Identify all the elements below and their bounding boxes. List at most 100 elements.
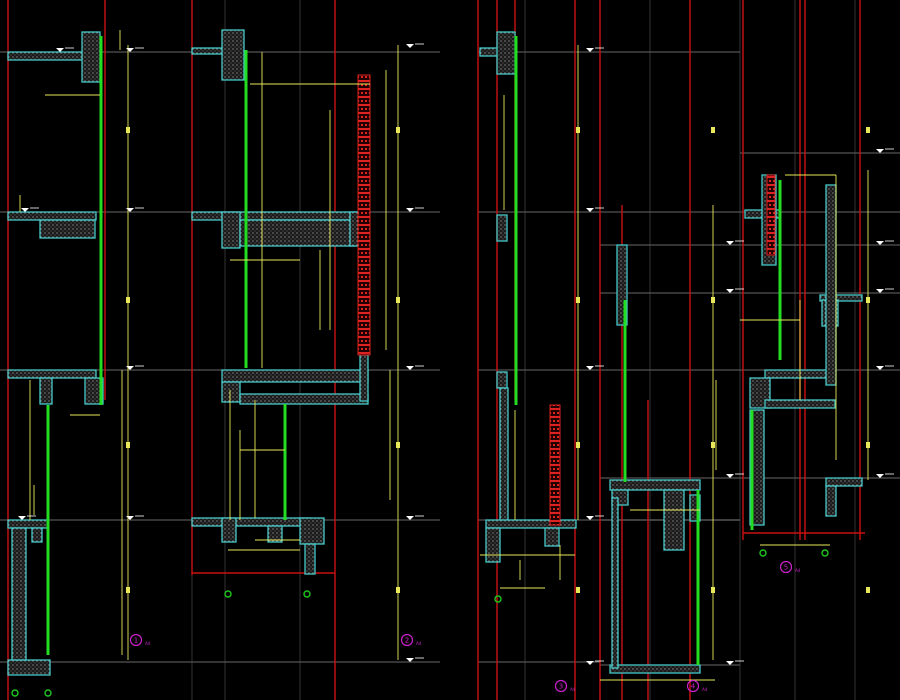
level-marker [406, 208, 414, 212]
dimension-tick [866, 442, 870, 448]
concrete-section [663, 489, 685, 551]
concrete-section [84, 377, 104, 405]
level-marker [876, 474, 884, 478]
concrete-section [239, 393, 369, 405]
level-marker [726, 289, 734, 293]
level-marker [876, 366, 884, 370]
column-lines [7, 0, 865, 700]
anchor-circle [759, 549, 767, 557]
dimension-tick [576, 297, 580, 303]
concrete-section [304, 543, 316, 575]
curtain-wall-frame [357, 74, 371, 356]
anchor-circle [303, 590, 311, 598]
concrete-section [544, 527, 560, 547]
concrete-section [616, 244, 628, 326]
curtain-wall-frame [549, 404, 561, 526]
detail-tag-sheet: A4 [416, 641, 422, 646]
glazing-lines [46, 36, 782, 665]
concrete-section [7, 369, 97, 379]
dimension-tick [866, 297, 870, 303]
concrete-section [7, 211, 97, 221]
detail-tag-circle [129, 633, 143, 647]
level-marker [586, 516, 594, 520]
level-marker [126, 48, 134, 52]
concrete-section [239, 219, 356, 247]
concrete-section [191, 211, 361, 221]
level-marker [726, 241, 734, 245]
concrete-section [819, 294, 863, 302]
concrete-section [221, 211, 241, 249]
detail-tag-sheet: A4 [702, 687, 708, 692]
detail-tag-sheet: A4 [795, 568, 801, 573]
level-marker [586, 661, 594, 665]
detail-tag-circle [779, 560, 793, 574]
detail-tag-circle [554, 679, 568, 693]
detail-tag-number: 2 [405, 637, 409, 645]
concrete-section [221, 29, 245, 81]
curtain-wall-frame [766, 174, 776, 256]
concrete-section [221, 369, 369, 383]
dimension-tick [126, 587, 130, 593]
concrete-section [825, 184, 837, 386]
level-markers [11, 43, 894, 697]
concrete-section [7, 51, 89, 61]
dimension-tick [576, 442, 580, 448]
concrete-section [764, 399, 836, 409]
dimension-tick [711, 127, 715, 133]
concrete-section [7, 519, 49, 529]
level-marker [876, 241, 884, 245]
concrete-section [825, 485, 837, 517]
concrete-section [485, 527, 501, 563]
level-marker [18, 516, 26, 520]
dimension-tick [396, 127, 400, 133]
anchor-circle [11, 689, 19, 697]
concrete-section [11, 527, 27, 661]
level-marker [586, 208, 594, 212]
slab-sections [7, 29, 863, 676]
concrete-section [299, 517, 325, 545]
dimension-tick [126, 127, 130, 133]
dimension-tick [576, 587, 580, 593]
dimension-tick [711, 587, 715, 593]
level-marker [406, 658, 414, 662]
concrete-section [267, 525, 283, 543]
level-marker [126, 208, 134, 212]
concrete-section [609, 664, 701, 674]
concrete-section [496, 371, 508, 389]
detail-tag-number: 4 [691, 683, 696, 691]
concrete-section [499, 387, 509, 522]
level-marker [726, 661, 734, 665]
level-marker [56, 48, 64, 52]
dimension-tick [711, 442, 715, 448]
dimension-tick [126, 442, 130, 448]
level-marker [126, 366, 134, 370]
level-marker [406, 516, 414, 520]
level-marker [126, 516, 134, 520]
level-marker [586, 366, 594, 370]
level-marker [586, 48, 594, 52]
anchor-circle [821, 549, 829, 557]
concrete-section [611, 497, 619, 669]
concrete-section [221, 517, 237, 543]
dimension-tick [576, 127, 580, 133]
detail-tag-circle [400, 633, 414, 647]
concrete-section [39, 219, 96, 239]
detail-tag-number: 5 [784, 564, 788, 572]
anchor-circle [44, 689, 52, 697]
concrete-section [191, 517, 311, 527]
concrete-section [359, 354, 369, 402]
concrete-section [7, 659, 51, 676]
concrete-section [39, 377, 53, 405]
dimension-tick [711, 297, 715, 303]
level-marker [726, 474, 734, 478]
concrete-section [609, 479, 701, 491]
concrete-section [496, 31, 516, 75]
level-marker [406, 366, 414, 370]
detail-tag-circle [686, 679, 700, 693]
concrete-section [825, 477, 863, 487]
dimension-tick [866, 587, 870, 593]
anchor-circle [224, 590, 232, 598]
